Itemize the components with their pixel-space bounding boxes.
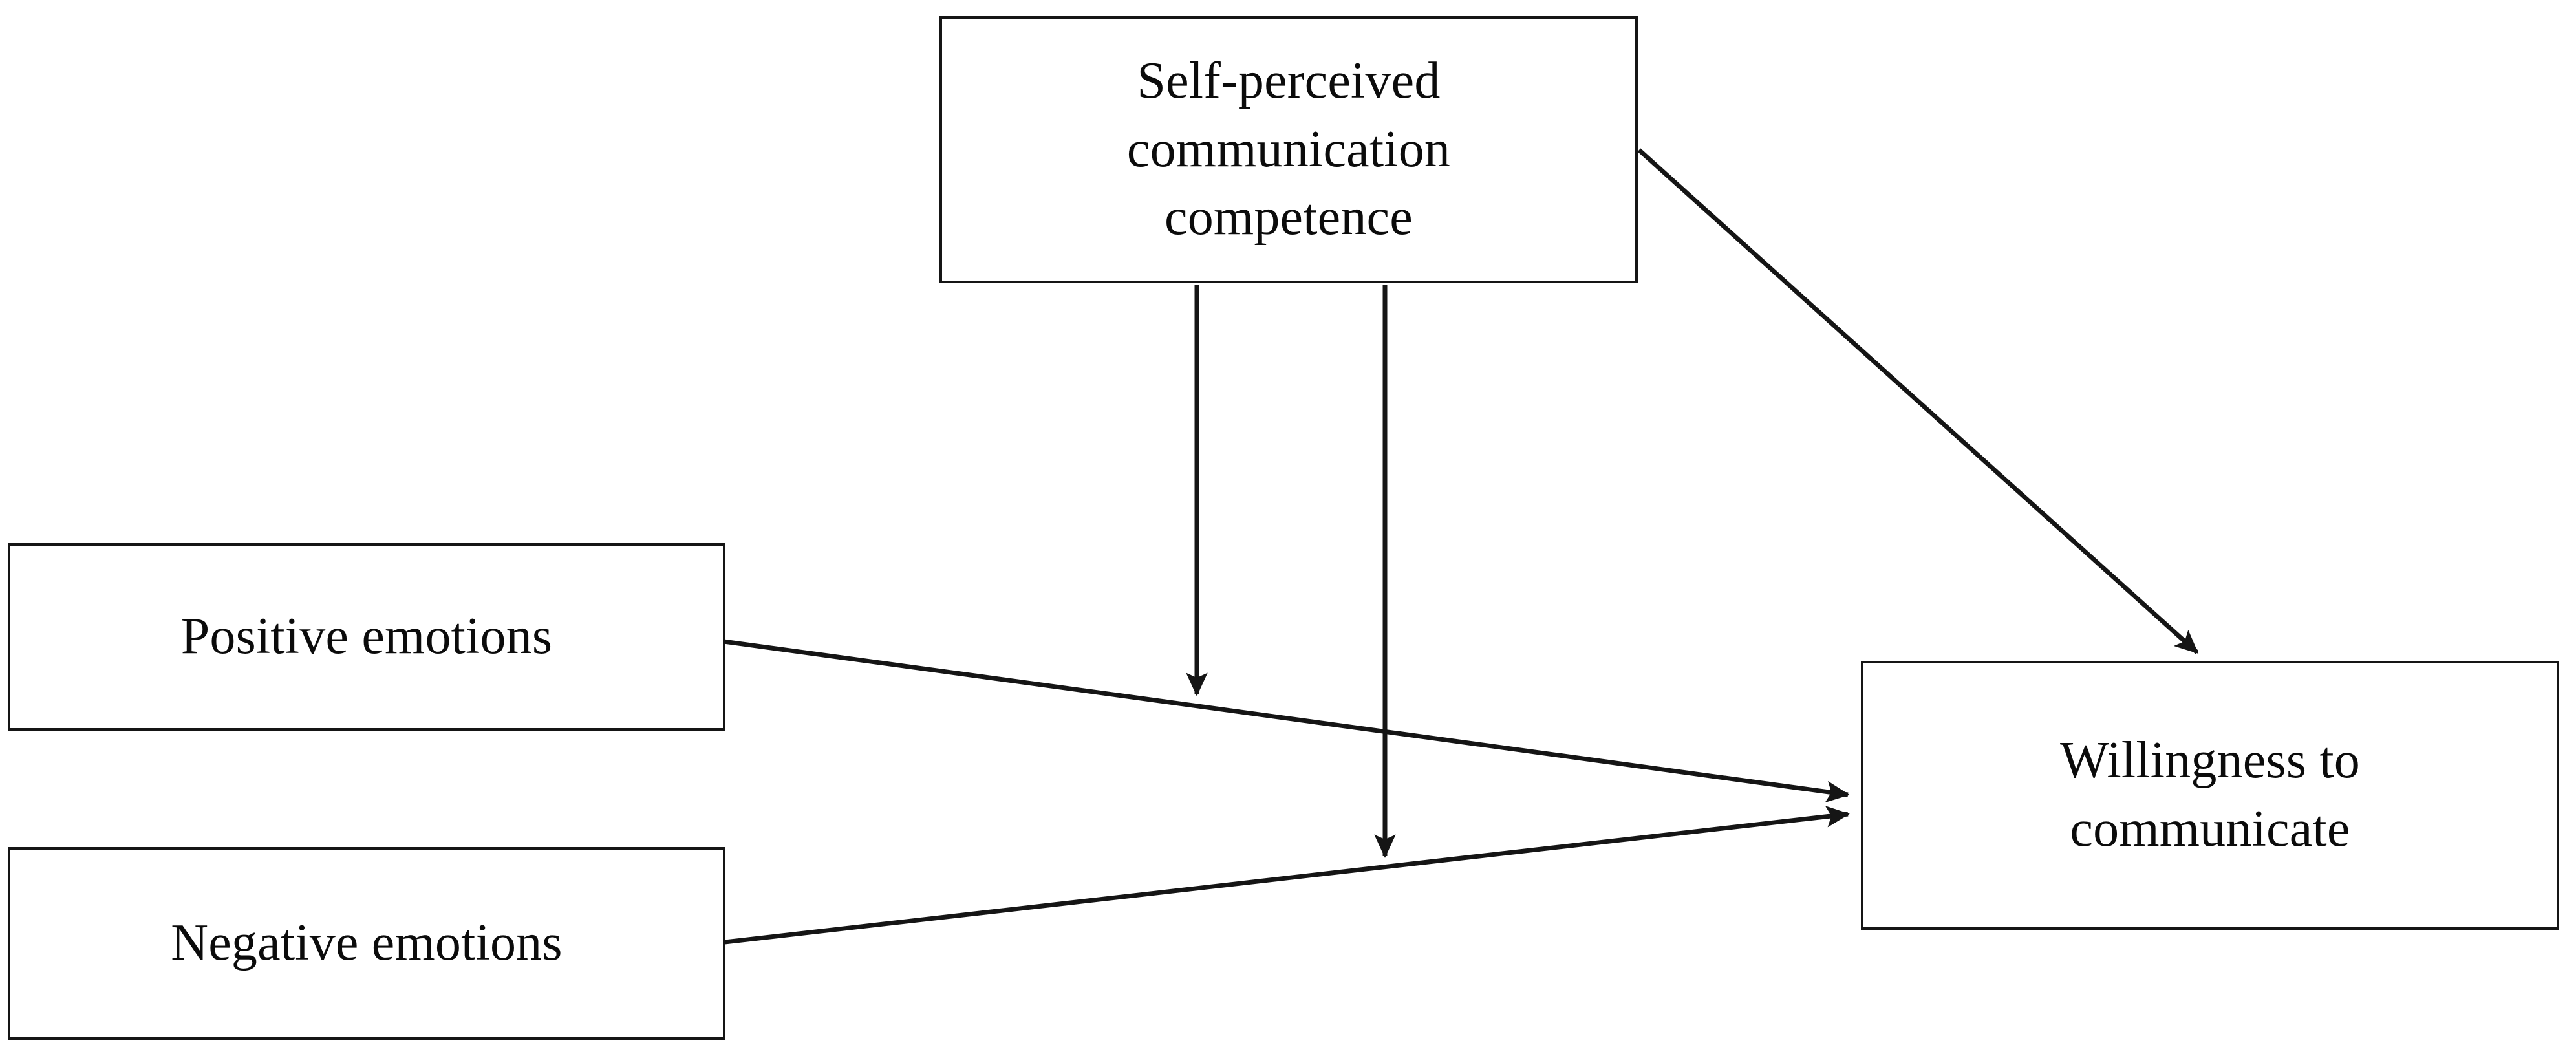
edge-spcc-to-wtc <box>1637 148 2199 654</box>
edge-positive-to-wtc <box>718 638 1850 803</box>
node-self-perceived-communication-competence: Self-perceived communication competence <box>939 16 1638 283</box>
node-negative-emotions: Negative emotions <box>8 847 725 1040</box>
edge-negative-to-wtc <box>718 806 1850 945</box>
node-label-negative-emotions: Negative emotions <box>171 914 563 972</box>
node-label-willingness-to-communicate: Willingness to communicate <box>2059 732 2360 857</box>
node-label-positive-emotions: Positive emotions <box>180 608 553 665</box>
node-positive-emotions: Positive emotions <box>8 543 725 731</box>
node-label-self-perceived-communication-competence: Self-perceived communication competence <box>1126 52 1451 246</box>
node-willingness-to-communicate: Willingness to communicate <box>1861 661 2559 930</box>
